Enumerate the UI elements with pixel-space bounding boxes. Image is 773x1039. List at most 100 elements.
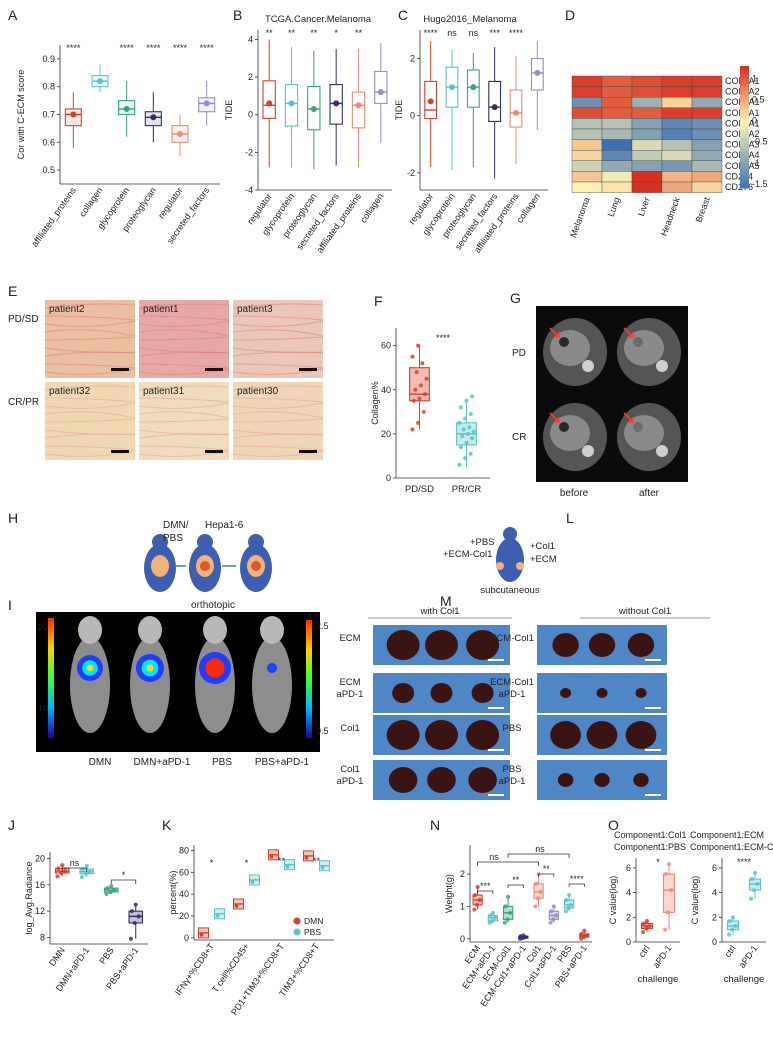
- y-tick-label: 6: [712, 863, 717, 873]
- data-point: [424, 376, 429, 381]
- data-point: [584, 933, 589, 938]
- tile-label: patient32: [49, 386, 91, 397]
- scale-label: 2.5: [316, 621, 329, 631]
- y-tick-label: 2: [712, 912, 717, 922]
- box-mean: [449, 84, 455, 91]
- photo-row: [373, 760, 510, 800]
- legend-gradient: [740, 112, 749, 116]
- heat-cell: [631, 75, 663, 87]
- legend-gradient: [740, 122, 749, 126]
- data-point: [108, 890, 113, 895]
- data-point: [641, 930, 646, 935]
- data-point: [579, 931, 584, 936]
- legend-gradient: [740, 141, 749, 144]
- fiber-stroke: [44, 320, 136, 327]
- tumor: [468, 767, 497, 793]
- box-2: PBS: [97, 884, 119, 966]
- mouse-image: [130, 616, 170, 733]
- sig-bracket: [568, 883, 585, 887]
- fiber-stroke: [232, 329, 324, 337]
- box-body: [509, 89, 523, 128]
- tile-label: patient30: [237, 386, 279, 397]
- y-tick-label: 2: [460, 869, 465, 879]
- panel-o-title: Component1:PBS: [614, 842, 686, 852]
- legend-gradient: [740, 86, 749, 89]
- data-point: [112, 888, 117, 893]
- data-point: [641, 921, 646, 926]
- legend-gradient: [740, 151, 749, 154]
- data-point: [79, 874, 84, 879]
- row-label: ECM: [339, 633, 360, 644]
- legend-swatch: [293, 928, 301, 936]
- mouse-head: [203, 616, 227, 644]
- tumor: [471, 683, 494, 703]
- box-0: [409, 343, 430, 432]
- legend-gradient: [740, 92, 749, 95]
- sig-mark: ****: [509, 28, 524, 38]
- panel-letter-K: K: [162, 817, 172, 833]
- legend-gradient: [740, 159, 749, 163]
- tumor: [635, 688, 647, 698]
- box-6: PBS: [555, 893, 575, 964]
- heat-cell: [571, 128, 603, 140]
- x-axis-label: challenge: [724, 974, 765, 985]
- arrow-icon: [623, 327, 634, 338]
- data-point: [410, 427, 415, 432]
- y-tick-label: 20: [35, 854, 45, 864]
- mri-scan: [617, 318, 681, 386]
- mouse-body: [496, 538, 524, 582]
- sig-bracket: [507, 853, 570, 858]
- data-point: [549, 909, 554, 914]
- heat-cell: [601, 171, 633, 183]
- y-tick-label: 2: [410, 54, 415, 64]
- photo-row: [537, 625, 667, 665]
- lesion: [559, 337, 569, 347]
- heat-col-label: Lung: [606, 196, 622, 218]
- row-label: aPD-1: [499, 689, 526, 700]
- box-mean: [491, 104, 498, 111]
- photo-row: [373, 715, 510, 755]
- data-point: [727, 919, 732, 923]
- heat-cell: [571, 139, 603, 151]
- label: subcutaneous: [480, 585, 539, 596]
- legend-gradient: [740, 78, 749, 81]
- legend-gradient: [740, 82, 749, 85]
- col-label: before: [560, 488, 589, 499]
- row-label: Col1: [340, 723, 360, 734]
- data-point: [533, 904, 538, 909]
- mouse-head: [138, 616, 162, 644]
- fiber-stroke: [44, 315, 136, 321]
- data-point: [506, 894, 511, 899]
- heat-cell: [631, 149, 663, 161]
- color-scale-left: [48, 618, 54, 738]
- mouse-head: [503, 527, 517, 541]
- spine: [582, 445, 594, 457]
- box-mean: [70, 111, 77, 118]
- box-5: Col1+aPD-1: [522, 904, 559, 990]
- heat-cell: [661, 139, 693, 151]
- panel-c-title: Hugo2016_Melanoma: [423, 14, 517, 25]
- data-point: [667, 862, 671, 867]
- sig-bracket: [538, 873, 555, 877]
- y-tick-label: 0: [410, 111, 415, 121]
- fiber-stroke: [138, 315, 230, 321]
- x-tick-label: aPD-1: [651, 943, 674, 970]
- sig-bracket: [110, 879, 137, 884]
- row-label: CR/PR: [8, 397, 39, 408]
- tumor: [550, 721, 581, 749]
- heat-col-label: Breast: [694, 195, 712, 223]
- fiber-stroke: [44, 385, 136, 391]
- panel-letter-G: G: [510, 290, 521, 306]
- heat-cell: [661, 96, 693, 108]
- fiber-stroke: [138, 418, 230, 423]
- box-mean: [333, 100, 340, 107]
- y-tick-label: 1: [460, 901, 465, 911]
- mri-scan: [617, 403, 681, 471]
- scale-bar: [488, 794, 504, 796]
- sig-mark: ****: [424, 28, 439, 38]
- heat-cell: [661, 86, 693, 98]
- tumor: [386, 720, 420, 750]
